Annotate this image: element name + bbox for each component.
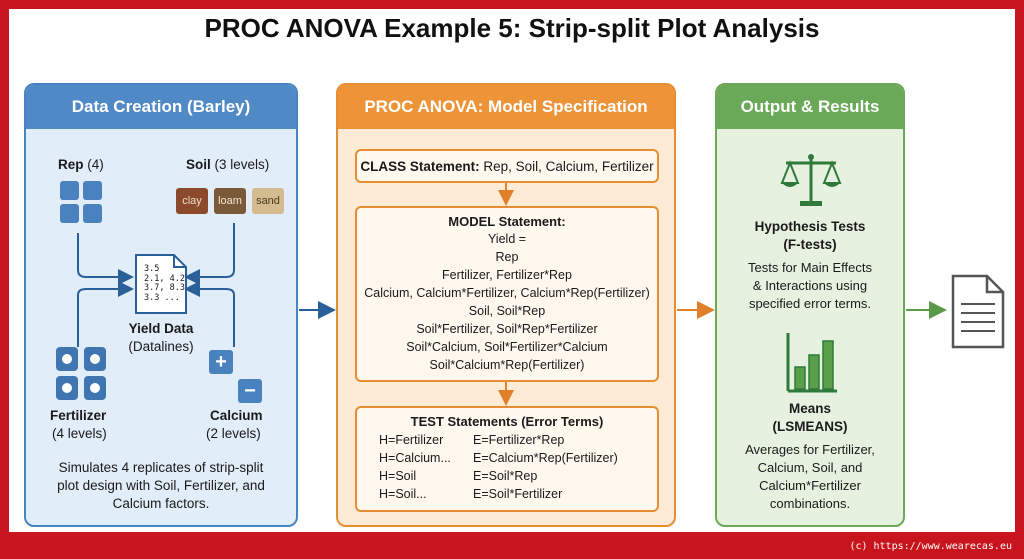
test-statements-box: TEST Statements (Error Terms) H=Fertiliz… [355, 406, 659, 512]
yield-data-sub: (Datalines) [128, 339, 194, 354]
soil-label-group: Soil (3 levels) [186, 157, 269, 172]
data-summary: Simulates 4 replicates of strip-split pl… [57, 460, 265, 511]
soil-loam: loam [214, 188, 246, 214]
test-e: E=Soil*Fertilizer [473, 487, 563, 501]
fertilizer-label: Fertilizer [50, 408, 107, 423]
fertilizer-bag-icon [56, 347, 78, 371]
data-creation-panel: Data Creation (Barley) Rep (4) Soil (3 l… [24, 83, 298, 527]
test-e: E=Fertilizer*Rep [473, 433, 565, 447]
model-line: Yield = [487, 232, 527, 246]
means-desc: Calcium, Soil, and [757, 460, 863, 475]
fertilizer-bag-icon [84, 376, 106, 400]
means-title: Means [788, 401, 832, 416]
means-desc: combinations. [769, 496, 851, 511]
yield-data-label: Yield Data [128, 321, 194, 336]
test-h: H=Soil [379, 469, 417, 483]
hyp-subtitle: (F-tests) [783, 237, 837, 252]
model-spec-header: PROC ANOVA: Model Specification [338, 85, 674, 129]
calcium-levels: (2 levels) [206, 426, 261, 441]
page-title: PROC ANOVA Example 5: Strip-split Plot A… [204, 13, 820, 43]
model-line: Fertilizer, Fertilizer*Rep [442, 268, 572, 282]
data-values: 3.5 2.1, 4.2 3.7, 8.3 3.3 ... [144, 264, 185, 303]
soil-clay: clay [176, 188, 208, 214]
plus-icon: + [209, 350, 233, 374]
test-h: H=Fertilizer [379, 433, 444, 447]
rep-square [83, 204, 102, 223]
diagram-frame: PROC ANOVA Example 5: Strip-split Plot A… [9, 9, 1015, 532]
test-e: E=Calcium*Rep(Fertilizer) [473, 451, 618, 465]
fertilizer-bag-icon [56, 376, 78, 400]
model-spec-panel: PROC ANOVA: Model Specification CLASS St… [336, 83, 676, 527]
data-flow-arrows [77, 223, 235, 347]
hyp-title: Hypothesis Tests [754, 219, 866, 234]
test-label: TEST Statements (Error Terms) [410, 414, 604, 429]
data-file-icon [135, 254, 187, 314]
rep-label: Rep [58, 157, 84, 172]
footer-credit: (c) https://www.wearecas.eu [849, 541, 1012, 552]
model-line: Soil*Calcium*Rep(Fertilizer) [429, 358, 585, 372]
rep-count: (4) [87, 157, 104, 172]
data-creation-header: Data Creation (Barley) [26, 85, 296, 129]
model-line: Rep [495, 250, 519, 264]
test-h: H=Soil... [379, 487, 427, 501]
soil-label: Soil [186, 157, 211, 172]
calcium-label: Calcium [210, 408, 263, 423]
rep-label-group: Rep (4) [58, 157, 104, 172]
means-subtitle: (LSMEANS) [772, 419, 848, 434]
hyp-desc: specified error terms. [748, 296, 872, 311]
output-report-icon [951, 274, 1005, 349]
model-line: Soil*Calcium, Soil*Fertilizer*Calcium [406, 340, 608, 354]
model-line: Soil, Soil*Rep [468, 304, 546, 318]
hyp-desc: Tests for Main Effects [747, 260, 873, 275]
means-desc: Calcium*Fertilizer [759, 478, 861, 493]
test-h: H=Calcium... [379, 451, 451, 465]
rep-square [83, 181, 102, 200]
test-e: E=Soil*Rep [473, 469, 538, 483]
fertilizer-bag-icon [84, 347, 106, 371]
scale-icon [780, 154, 842, 206]
output-header: Output & Results [717, 85, 903, 129]
means-desc: Averages for Fertilizer, [745, 442, 875, 457]
soil-sand: sand [252, 188, 284, 214]
fertilizer-levels: (4 levels) [52, 426, 107, 441]
class-vars: Rep, Soil, Calcium, Fertilizer [483, 159, 654, 174]
model-line: Soil*Fertilizer, Soil*Rep*Fertilizer [416, 322, 598, 336]
soil-levels: (3 levels) [214, 157, 270, 172]
class-statement-box: CLASS Statement: Rep, Soil, Calcium, Fer… [355, 149, 659, 183]
model-label: MODEL Statement: [448, 214, 566, 229]
hyp-desc: & Interactions using [752, 278, 868, 293]
model-flow-arrows [498, 183, 514, 406]
bar-chart-icon [786, 333, 837, 393]
class-label: CLASS Statement: [360, 159, 480, 174]
minus-icon: − [238, 379, 262, 403]
model-line: Calcium, Calcium*Fertilizer, Calcium*Rep… [364, 286, 650, 300]
rep-square [60, 181, 79, 200]
rep-square [60, 204, 79, 223]
output-panel: Output & Results Hypothesis Tests (F-tes… [715, 83, 905, 527]
model-statement-box: MODEL Statement: Yield = Rep Fertilizer,… [355, 206, 659, 382]
